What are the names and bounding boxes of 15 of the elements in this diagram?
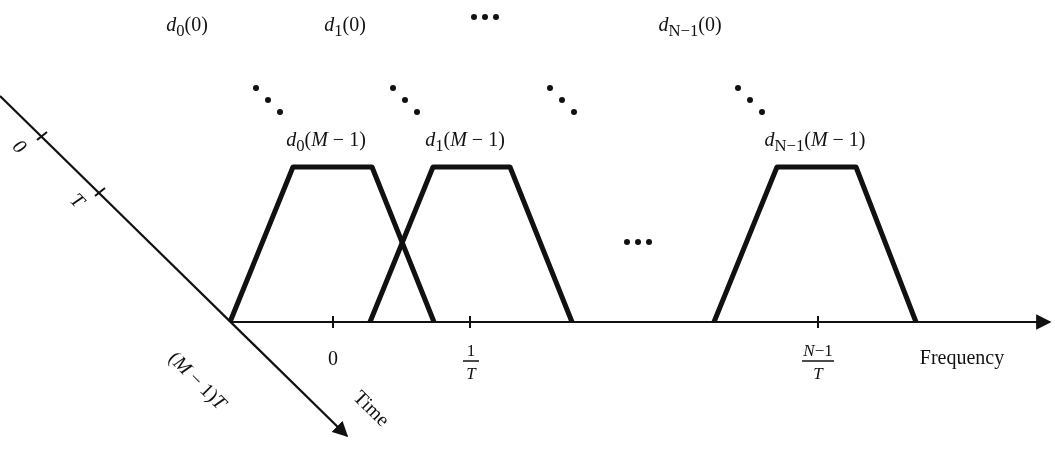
fraction-denominator: T	[813, 364, 823, 382]
fraction-numerator: N−1	[803, 341, 833, 359]
fraction-denominator: T	[466, 364, 476, 382]
signal-label: d$_{0}$(0)	[166, 14, 208, 40]
signal-label: d$_{1}$(M − 1)	[425, 129, 505, 155]
fraction-numerator: 1	[466, 341, 476, 359]
time-tick-label: T	[67, 189, 89, 211]
signal-label: d$_{N−1}$(M − 1)	[764, 129, 866, 155]
signal-label: d$_{0}$(M − 1)	[286, 129, 366, 155]
frequency-tick-label: 0	[328, 348, 338, 368]
time-tick-label: (M − 1)T	[165, 347, 231, 413]
signal-label: d$_{N−1}$(0)	[658, 14, 722, 40]
time-tick-label: 0	[9, 135, 31, 157]
signal-label: d$_{1}$(0)	[324, 14, 366, 40]
axis-label: Frequency	[919, 347, 1005, 367]
